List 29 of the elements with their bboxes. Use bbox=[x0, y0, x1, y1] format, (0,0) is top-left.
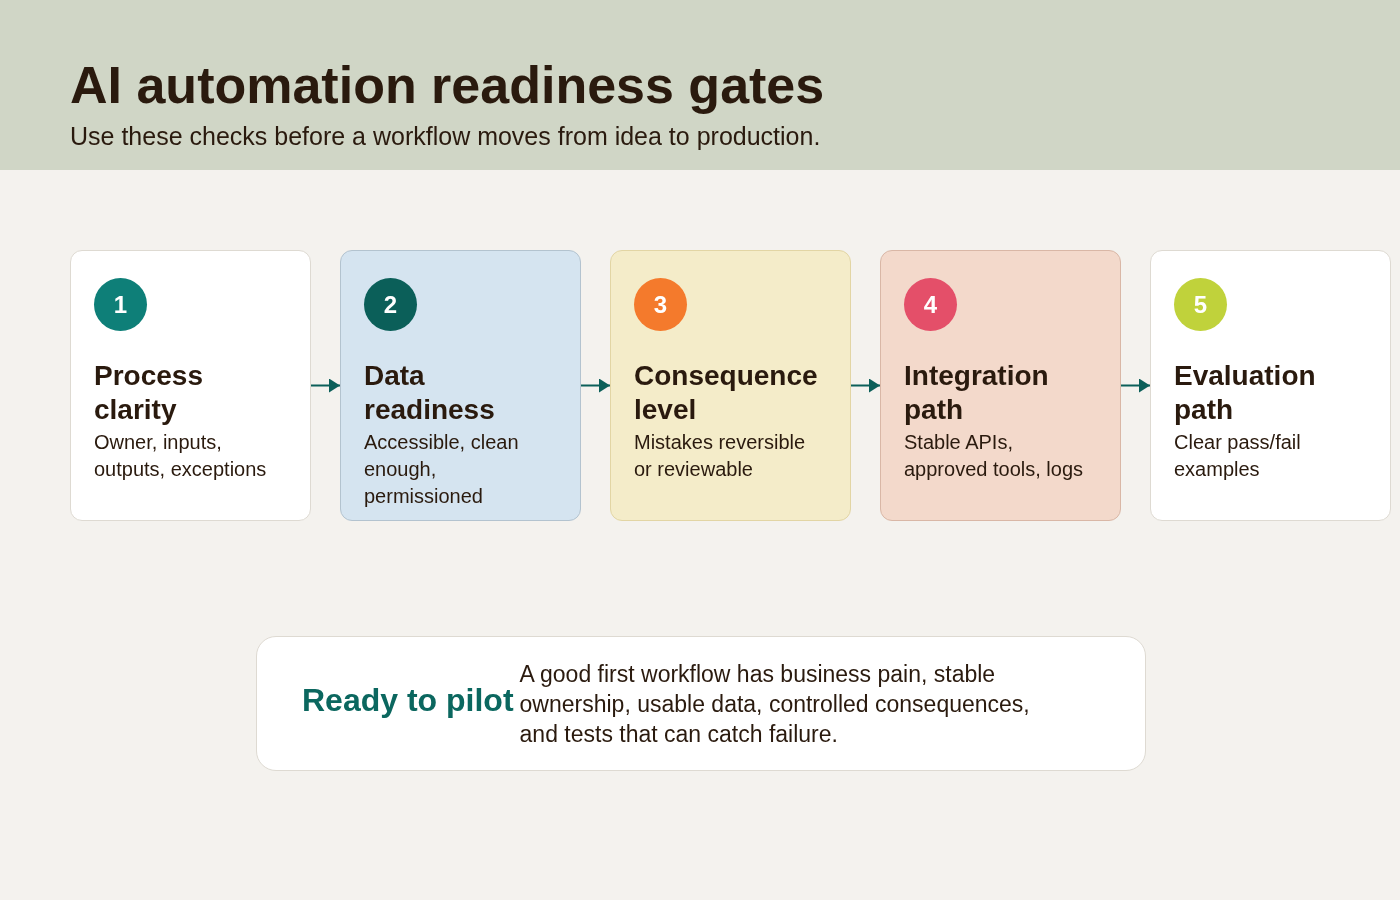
step-number-badge: 2 bbox=[364, 278, 417, 331]
step-number-badge: 4 bbox=[904, 278, 957, 331]
arrow bbox=[850, 378, 881, 393]
summary-text: A good first workflow has business pain, stable ownership, usable data, controlled consequences, and tests that can catch failure. bbox=[519, 659, 1031, 749]
gate-heading: Data readiness bbox=[364, 359, 496, 427]
arrow bbox=[1120, 378, 1151, 393]
gate-description: Accessible, clean enough, permissioned bbox=[364, 430, 520, 509]
gate-heading: Evaluation path bbox=[1174, 359, 1317, 427]
gate-description: Owner, inputs, outputs, exceptions bbox=[94, 430, 268, 482]
gate-card bbox=[610, 250, 851, 521]
subtitle: Use these checks before a workflow moves from idea to production. bbox=[70, 121, 821, 152]
gate-description: Mistakes reversible or reviewable bbox=[634, 430, 807, 482]
gate-heading: Process clarity bbox=[94, 359, 204, 427]
arrow bbox=[310, 378, 341, 393]
gate-card bbox=[340, 250, 581, 521]
step-number-badge: 5 bbox=[1174, 278, 1227, 331]
gate-card bbox=[70, 250, 311, 521]
gate-heading: Consequence level bbox=[634, 359, 819, 427]
summary-heading: Ready to pilot bbox=[302, 682, 514, 719]
summary-panel bbox=[256, 636, 1146, 771]
gate-card bbox=[880, 250, 1121, 521]
arrow bbox=[580, 378, 611, 393]
gate-description: Clear pass/fail examples bbox=[1174, 430, 1302, 482]
gate-heading: Integration path bbox=[904, 359, 1050, 427]
title: AI automation readiness gates bbox=[70, 55, 825, 116]
gate-description: Stable APIs, approved tools, logs bbox=[904, 430, 1084, 482]
gate-card bbox=[1150, 250, 1391, 521]
step-number-badge: 1 bbox=[94, 278, 147, 331]
step-number-badge: 3 bbox=[634, 278, 687, 331]
